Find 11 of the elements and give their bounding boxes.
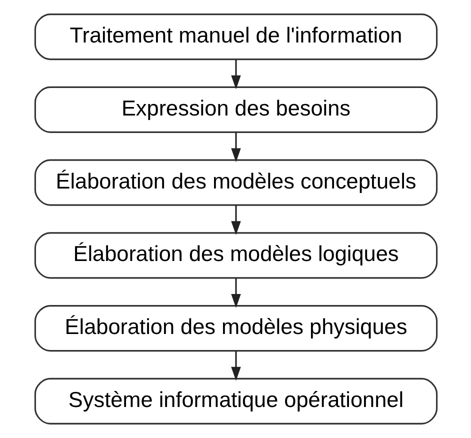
arrow	[230, 60, 240, 90]
node-box: Système informatique opérationnel	[34, 378, 438, 424]
node-box: Élaboration des modèles physiques	[34, 305, 438, 352]
node-box: Élaboration des modèles logiques	[34, 232, 438, 279]
node-box: Expression des besoins	[34, 86, 438, 133]
arrow	[230, 351, 240, 381]
node-box: Traitement manuel de l'information	[34, 14, 438, 60]
node-box: Élaboration des modèles conceptuels	[34, 159, 438, 206]
arrow	[230, 132, 240, 162]
arrow	[230, 205, 240, 236]
arrow	[230, 278, 240, 308]
